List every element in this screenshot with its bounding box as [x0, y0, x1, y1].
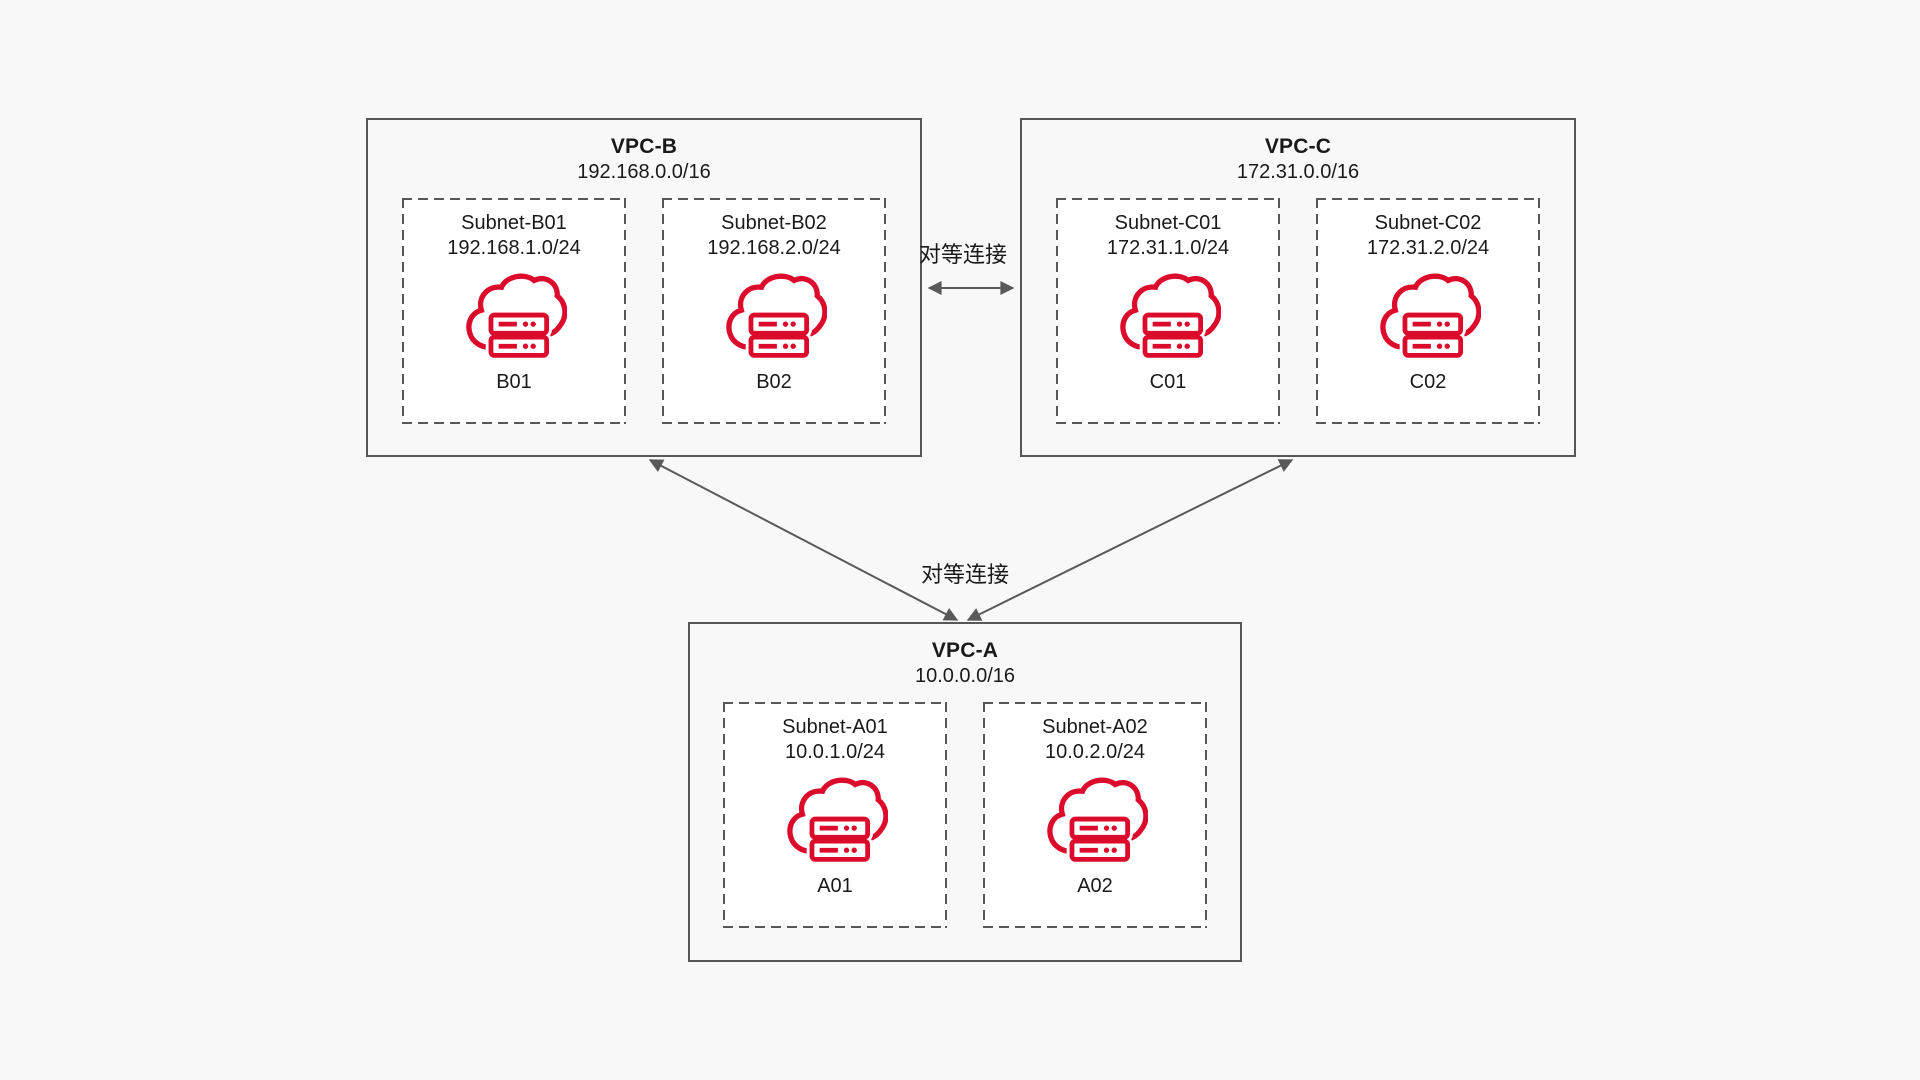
server-label: A02: [1077, 875, 1113, 897]
subnet-cidr: 192.168.2.0/24: [707, 237, 841, 259]
peering-label-a: 对等连接: [920, 562, 1009, 587]
server-label: B02: [756, 371, 792, 393]
subnet-name: Subnet-A01: [782, 716, 888, 738]
subnet-cidr: 172.31.2.0/24: [1366, 237, 1490, 259]
subnet-box-b02: Subnet-B02 192.168.2.0/24 B02: [662, 198, 886, 424]
subnet-cidr: 192.168.1.0/24: [447, 237, 581, 259]
subnet-box-b01: Subnet-B01 192.168.1.0/24 B01: [402, 198, 626, 424]
vpc-cidr: 192.168.0.0/16: [577, 161, 711, 183]
vpc-title: VPC-A: [931, 639, 999, 662]
cloud-server-icon: [1115, 268, 1221, 364]
peering-arrow-a-b: [648, 459, 959, 621]
subnet-cidr: 10.0.1.0/24: [784, 741, 886, 763]
subnet-cidr: 172.31.1.0/24: [1106, 237, 1230, 259]
vpc-cidr: 10.0.0.0/16: [914, 665, 1016, 687]
vpc-box-b: VPC-B 192.168.0.0/16 Subnet-B01 192.168.…: [366, 118, 922, 457]
subnet-name: Subnet-B02: [721, 212, 827, 234]
peering-arrow-a-c: [966, 459, 1294, 621]
server-label: C01: [1149, 371, 1187, 393]
vpc-box-c: VPC-C 172.31.0.0/16 Subnet-C01 172.31.1.…: [1020, 118, 1576, 457]
subnet-box-a02: Subnet-A02 10.0.2.0/24 A02: [983, 702, 1207, 928]
subnet-cidr: 10.0.2.0/24: [1044, 741, 1146, 763]
cloud-server-icon: [782, 772, 888, 868]
subnet-box-a01: Subnet-A01 10.0.1.0/24 A01: [723, 702, 947, 928]
subnet-row: Subnet-B01 192.168.1.0/24 B01 Subnet-B02…: [402, 198, 886, 424]
cloud-server-icon: [1375, 268, 1481, 364]
subnet-row: Subnet-C01 172.31.1.0/24 C01 Subnet-C02 …: [1056, 198, 1540, 424]
vpc-box-a: VPC-A 10.0.0.0/16 Subnet-A01 10.0.1.0/24…: [688, 622, 1242, 962]
subnet-box-c02: Subnet-C02 172.31.2.0/24 C02: [1316, 198, 1540, 424]
cloud-server-icon: [721, 268, 827, 364]
server-label: A01: [817, 875, 853, 897]
vpc-title: VPC-B: [610, 135, 678, 158]
server-label: C02: [1409, 371, 1447, 393]
cloud-server-icon: [1042, 772, 1148, 868]
vpc-title: VPC-C: [1264, 135, 1332, 158]
subnet-name: Subnet-B01: [461, 212, 567, 234]
subnet-name: Subnet-C01: [1114, 212, 1222, 234]
peering-label-b-c: 对等连接: [918, 242, 1007, 267]
subnet-row: Subnet-A01 10.0.1.0/24 A01 Subnet-A02 10…: [723, 702, 1207, 928]
subnet-box-c01: Subnet-C01 172.31.1.0/24 C01: [1056, 198, 1280, 424]
server-label: B01: [496, 371, 532, 393]
cloud-server-icon: [461, 268, 567, 364]
vpc-cidr: 172.31.0.0/16: [1236, 161, 1360, 183]
subnet-name: Subnet-C02: [1374, 212, 1482, 234]
subnet-name: Subnet-A02: [1042, 716, 1148, 738]
